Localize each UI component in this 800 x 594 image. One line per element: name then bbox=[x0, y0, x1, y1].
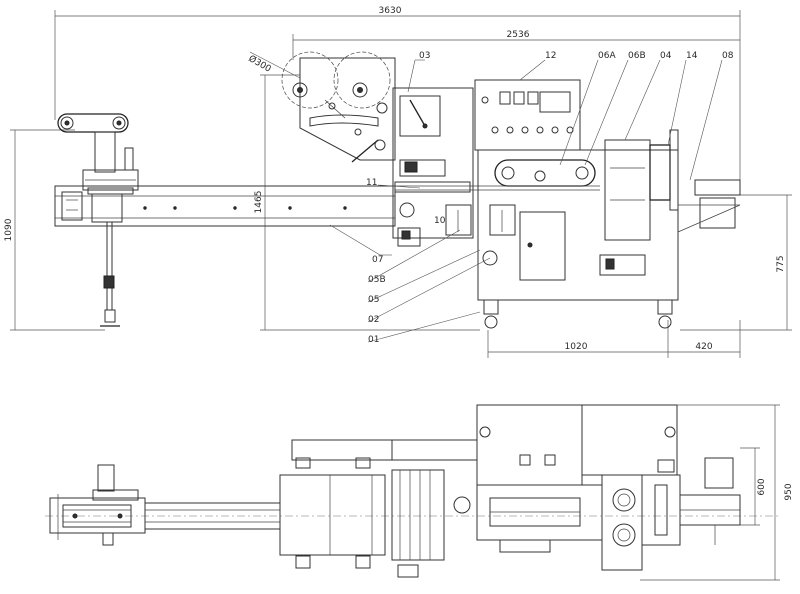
central-housing bbox=[392, 87, 516, 266]
label-08: 08 bbox=[722, 51, 734, 61]
plan-main-body bbox=[476, 404, 678, 553]
label-05b: 05B bbox=[368, 275, 386, 285]
dimension-table-height: 775 bbox=[680, 194, 792, 331]
main-cabinet bbox=[477, 149, 679, 301]
plan-sealing-section bbox=[601, 459, 681, 571]
dimension-base: 1020 420 bbox=[487, 320, 741, 358]
plan-view: 600 950 bbox=[45, 404, 794, 581]
film-unwind-assembly: Ø300 bbox=[247, 51, 396, 163]
dimension-overall-length: 3630 bbox=[54, 6, 741, 195]
label-10: 10 bbox=[434, 216, 446, 226]
label-04: 04 bbox=[660, 51, 672, 61]
sealing-unit bbox=[604, 129, 679, 241]
dimension-420: 420 bbox=[695, 342, 712, 352]
label-07: 07 bbox=[372, 255, 383, 265]
label-06b: 06B bbox=[628, 51, 646, 61]
side-elevation-view: 3630 2536 1090 1465 775 bbox=[4, 6, 792, 358]
control-panel bbox=[474, 79, 581, 151]
plan-dimensions: 600 950 bbox=[640, 404, 794, 581]
outfeed-conveyor bbox=[677, 179, 741, 233]
label-03: 03 bbox=[419, 51, 430, 61]
part-callouts: 03 12 06A 06B 04 14 08 11 10 07 05B 05 bbox=[329, 51, 734, 345]
plan-film-rolls bbox=[279, 439, 393, 569]
label-02: 02 bbox=[368, 315, 379, 325]
plan-forming-section bbox=[391, 439, 478, 578]
dimension-1465: 1465 bbox=[254, 191, 264, 214]
label-12: 12 bbox=[545, 51, 556, 61]
plan-outfeed bbox=[679, 457, 741, 545]
feeder-tower bbox=[57, 113, 139, 327]
label-01: 01 bbox=[368, 335, 379, 345]
label-14: 14 bbox=[686, 51, 698, 61]
forming-conveyor bbox=[395, 159, 600, 191]
dimension-1020: 1020 bbox=[565, 342, 588, 352]
dimension-roll-diameter: Ø300 bbox=[247, 53, 274, 75]
dimension-950: 950 bbox=[784, 483, 794, 500]
dimension-3630: 3630 bbox=[379, 6, 402, 16]
dimension-machine-length: 2536 bbox=[292, 30, 740, 60]
dimension-1090: 1090 bbox=[4, 218, 14, 241]
plan-feeder bbox=[49, 464, 146, 546]
dimension-overall-height: 1090 bbox=[4, 129, 105, 331]
dimension-600: 600 bbox=[757, 478, 767, 495]
label-05: 05 bbox=[368, 295, 379, 305]
infeed-conveyor bbox=[54, 185, 396, 227]
label-06a: 06A bbox=[598, 51, 616, 61]
dimension-775: 775 bbox=[776, 255, 786, 272]
label-11: 11 bbox=[366, 178, 377, 188]
casters bbox=[483, 299, 673, 329]
dimension-2536: 2536 bbox=[507, 30, 530, 40]
plan-infeed-conveyor bbox=[145, 502, 280, 530]
dimension-frame-height: 1465 bbox=[254, 74, 480, 331]
